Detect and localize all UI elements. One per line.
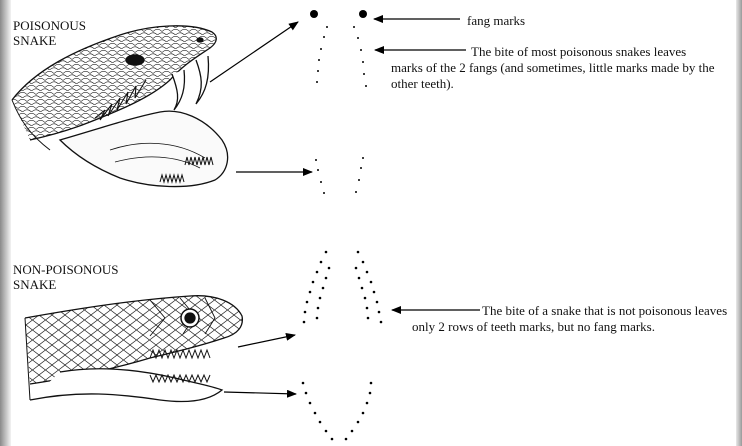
viper-head-illustration: [11, 25, 229, 188]
poisonous-snake-label: POISONOUS SNAKE: [13, 18, 86, 48]
poisonous-bite-caption: The bite of most poisonous snakes leaves…: [391, 44, 715, 91]
non-poisonous-snake-label: NON-POISONOUS SNAKE: [13, 262, 118, 292]
fang-marks-dots: [310, 10, 367, 18]
right-border-shading: [736, 0, 742, 446]
non-poisonous-label-line-2: SNAKE: [13, 277, 57, 292]
left-border-shading: [0, 0, 11, 446]
non-poisonous-bite-caption: The bite of a snake that is not poisonou…: [412, 303, 728, 334]
teeth-rows-dots: [301, 250, 383, 441]
viper-eye-icon: [125, 54, 145, 66]
non-poisonous-arrows: [223, 306, 480, 398]
snake-head-illustration: [24, 295, 244, 403]
teeth-marks-dots: [315, 26, 367, 194]
non-poisonous-label-line-1: NON-POISONOUS: [13, 262, 119, 277]
poisonous-label-line-2: SNAKE: [13, 33, 57, 48]
poisonous-arrows: [209, 15, 466, 176]
fang-marks-caption: fang marks: [467, 13, 526, 28]
poisonous-label-line-1: POISONOUS: [13, 18, 86, 33]
